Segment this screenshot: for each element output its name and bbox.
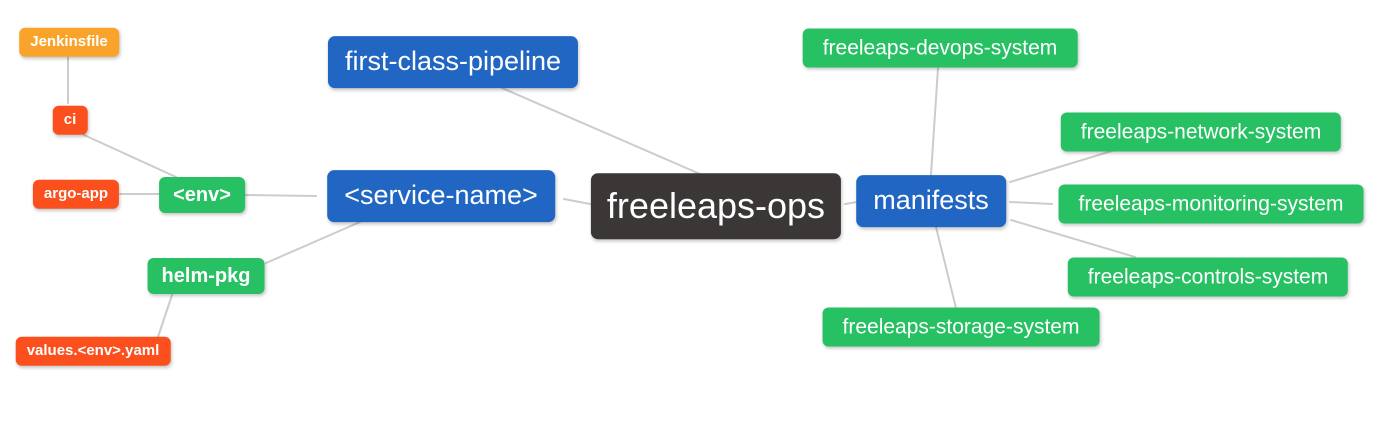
edge-service-name-freeleaps-ops xyxy=(563,198,591,205)
edge-manifests-freeleaps-storage-system xyxy=(935,226,957,309)
edge-manifests-freeleaps-controls-system xyxy=(1010,219,1136,258)
node-freeleaps-ops[interactable]: freeleaps-ops xyxy=(590,173,842,239)
node-freeleaps-controls-system[interactable]: freeleaps-controls-system xyxy=(1067,257,1349,297)
edge-env-service-name xyxy=(243,194,317,197)
node-env[interactable]: <env> xyxy=(159,177,245,213)
edge-manifests-freeleaps-network-system xyxy=(1009,149,1116,183)
node-ci[interactable]: ci xyxy=(52,105,88,135)
edge-first-class-pipeline-freeleaps-ops xyxy=(501,87,701,175)
edge-freeleaps-ops-manifests xyxy=(844,201,858,205)
node-values-env-yaml[interactable]: values.<env>.yaml xyxy=(15,336,171,366)
edge-service-name-helm-pkg xyxy=(265,221,361,264)
edge-helm-pkg-values-env-yaml xyxy=(157,294,173,338)
node-argo-app[interactable]: argo-app xyxy=(32,179,120,209)
node-jenkinsfile[interactable]: Jenkinsfile xyxy=(19,27,119,57)
node-first-class-pipeline[interactable]: first-class-pipeline xyxy=(327,36,579,88)
node-freeleaps-network-system[interactable]: freeleaps-network-system xyxy=(1060,112,1342,152)
node-freeleaps-monitoring-system[interactable]: freeleaps-monitoring-system xyxy=(1058,184,1364,224)
node-freeleaps-devops-system[interactable]: freeleaps-devops-system xyxy=(802,28,1078,68)
node-service-name[interactable]: <service-name> xyxy=(327,170,555,222)
node-freeleaps-storage-system[interactable]: freeleaps-storage-system xyxy=(822,307,1100,347)
edge-ci-env xyxy=(83,134,177,178)
edge-manifests-freeleaps-devops-system xyxy=(930,67,939,176)
edge-manifests-freeleaps-monitoring-system xyxy=(1009,201,1053,205)
node-helm-pkg[interactable]: helm-pkg xyxy=(147,258,265,294)
node-manifests[interactable]: manifests xyxy=(856,175,1006,227)
